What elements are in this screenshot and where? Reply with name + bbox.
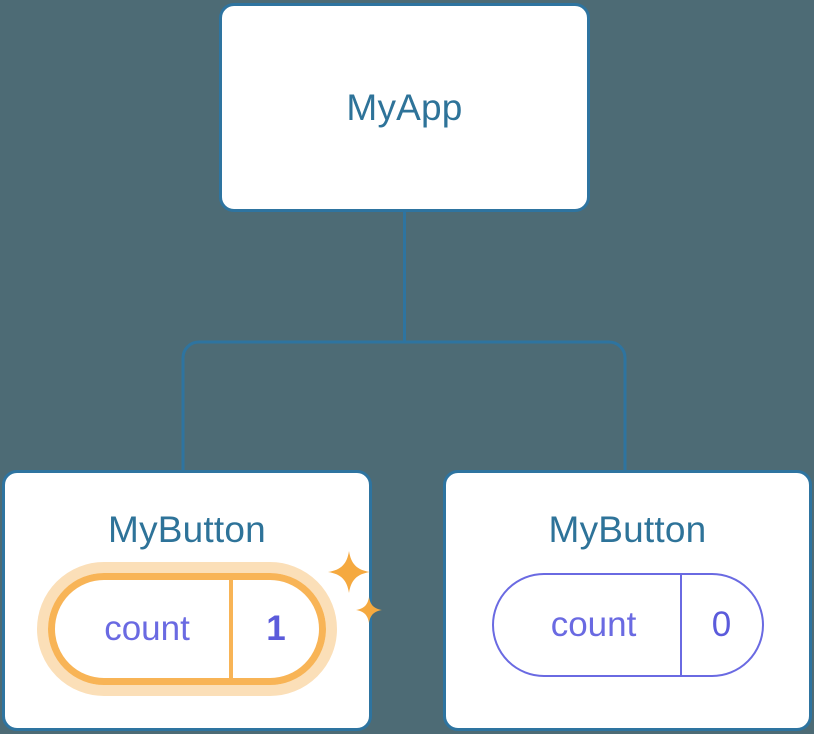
node-myapp[interactable]: MyApp (219, 3, 590, 212)
sparkle-icon (328, 551, 370, 593)
state-value-right: 0 (679, 575, 762, 675)
state-pill-right-holder: count 0 (491, 573, 764, 677)
state-pill-left-holder: count 1 (37, 551, 382, 696)
state-value-left: 1 (229, 580, 319, 678)
state-key-right: count (550, 605, 637, 644)
state-pill-right[interactable]: count 0 (491, 573, 764, 677)
state-pill-right-wrap: count 0 (446, 573, 809, 677)
state-pill-left[interactable]: count 1 (48, 573, 326, 685)
sparkle-icon (356, 597, 382, 623)
node-mybutton-right-title: MyButton (548, 509, 707, 550)
node-mybutton-left[interactable]: MyButton count 1 (2, 470, 382, 731)
node-myapp-title: MyApp (346, 86, 463, 128)
highlight-glow (37, 562, 337, 696)
node-mybutton-left-title: MyButton (108, 509, 266, 550)
edge-branch-left (181, 340, 405, 470)
edge-branch-right (404, 340, 627, 470)
state-key-left: count (104, 609, 190, 648)
state-pill-left-wrap: count 1 (5, 551, 382, 696)
node-mybutton-right[interactable]: MyButton count 0 (443, 470, 812, 731)
